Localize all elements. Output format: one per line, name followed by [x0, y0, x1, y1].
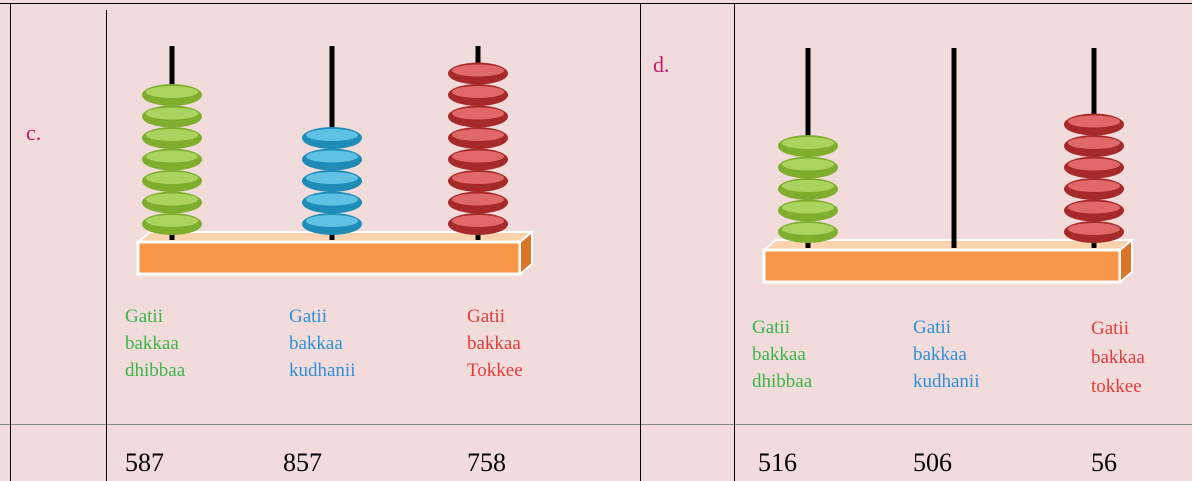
abacus-bead: [302, 148, 362, 171]
caption-line: Gatii: [289, 306, 327, 327]
caption-line: bakkaa: [1091, 347, 1145, 368]
abacus-bead: [448, 170, 508, 192]
abacus-bead: [448, 148, 508, 171]
caption-place-value-hundreds: Gatii bakkaa tokkee: [1091, 314, 1145, 401]
abacus-c: [135, 46, 535, 277]
caption-line: bakkaa: [467, 333, 521, 354]
abacus-bead: [778, 156, 838, 179]
table-left-border: [10, 3, 11, 481]
answer-option[interactable]: 758: [467, 448, 506, 477]
caption-place-value-ones: Gatii bakkaa dhibbaa: [752, 314, 812, 395]
abacus-bead: [1064, 156, 1124, 179]
column-divider-1: [106, 10, 107, 481]
abacus-bead: [1064, 221, 1124, 243]
answer-option[interactable]: 516: [758, 448, 797, 477]
caption-line: Gatii: [1091, 318, 1129, 339]
abacus-bead: [142, 127, 202, 149]
answer-option[interactable]: 857: [283, 448, 322, 477]
abacus-d: [761, 48, 1135, 285]
answer-option[interactable]: 506: [913, 448, 952, 477]
abacus-bead: [448, 105, 508, 128]
abacus-bead: [448, 84, 508, 106]
problem-label: d.: [653, 52, 670, 77]
caption-line: Gatii: [467, 306, 505, 327]
abacus-bead: [1064, 113, 1124, 136]
abacus-bead: [448, 213, 508, 235]
abacus-bead: [448, 191, 508, 214]
abacus-bead: [142, 170, 202, 192]
caption-place-value-tens: Gatii bakkaa kudhanii: [913, 314, 980, 395]
row-divider: [0, 424, 1192, 425]
abacus-bead: [778, 135, 838, 157]
column-divider-2: [640, 3, 641, 481]
column-divider-3: [734, 3, 735, 481]
caption-place-value-tens: Gatii bakkaa kudhanii: [289, 303, 356, 384]
caption-place-value-ones: Gatii bakkaa dhibbaa: [125, 303, 185, 384]
caption-line: Gatii: [125, 306, 163, 327]
abacus-bead: [302, 213, 362, 235]
caption-line: bakkaa: [913, 344, 967, 365]
table-top-border: [0, 3, 1192, 4]
abacus-bead: [1064, 199, 1124, 222]
caption-line: Gatii: [752, 317, 790, 338]
abacus-bead: [448, 62, 508, 85]
abacus-bead: [778, 221, 838, 243]
caption-line: Tokkee: [467, 360, 523, 381]
caption-line: kudhanii: [289, 360, 356, 381]
abacus-bead: [778, 199, 838, 222]
problem-label: c.: [26, 120, 42, 145]
answer-option[interactable]: 587: [125, 448, 164, 477]
caption-line: tokkee: [1091, 376, 1142, 397]
abacus-bead: [142, 213, 202, 235]
abacus-bead: [302, 170, 362, 192]
abacus-bead: [1064, 178, 1124, 200]
caption-place-value-hundreds: Gatii bakkaa Tokkee: [467, 303, 523, 384]
abacus-bead: [142, 148, 202, 171]
abacus-base: [135, 229, 535, 277]
answer-option[interactable]: 56: [1091, 448, 1117, 477]
abacus-bead: [778, 178, 838, 200]
caption-line: Gatii: [913, 317, 951, 338]
caption-line: bakkaa: [125, 333, 179, 354]
abacus-base: [761, 237, 1135, 285]
caption-line: bakkaa: [752, 344, 806, 365]
caption-line: kudhanii: [913, 371, 980, 392]
caption-line: bakkaa: [289, 333, 343, 354]
abacus-bead: [302, 127, 362, 149]
abacus-bead: [448, 127, 508, 149]
abacus-bead: [142, 105, 202, 128]
abacus-bead: [142, 191, 202, 214]
abacus-bead: [1064, 135, 1124, 157]
abacus-bead: [142, 84, 202, 106]
abacus-bead: [302, 191, 362, 214]
caption-line: dhibbaa: [752, 371, 813, 392]
caption-line: dhibbaa: [125, 360, 186, 381]
